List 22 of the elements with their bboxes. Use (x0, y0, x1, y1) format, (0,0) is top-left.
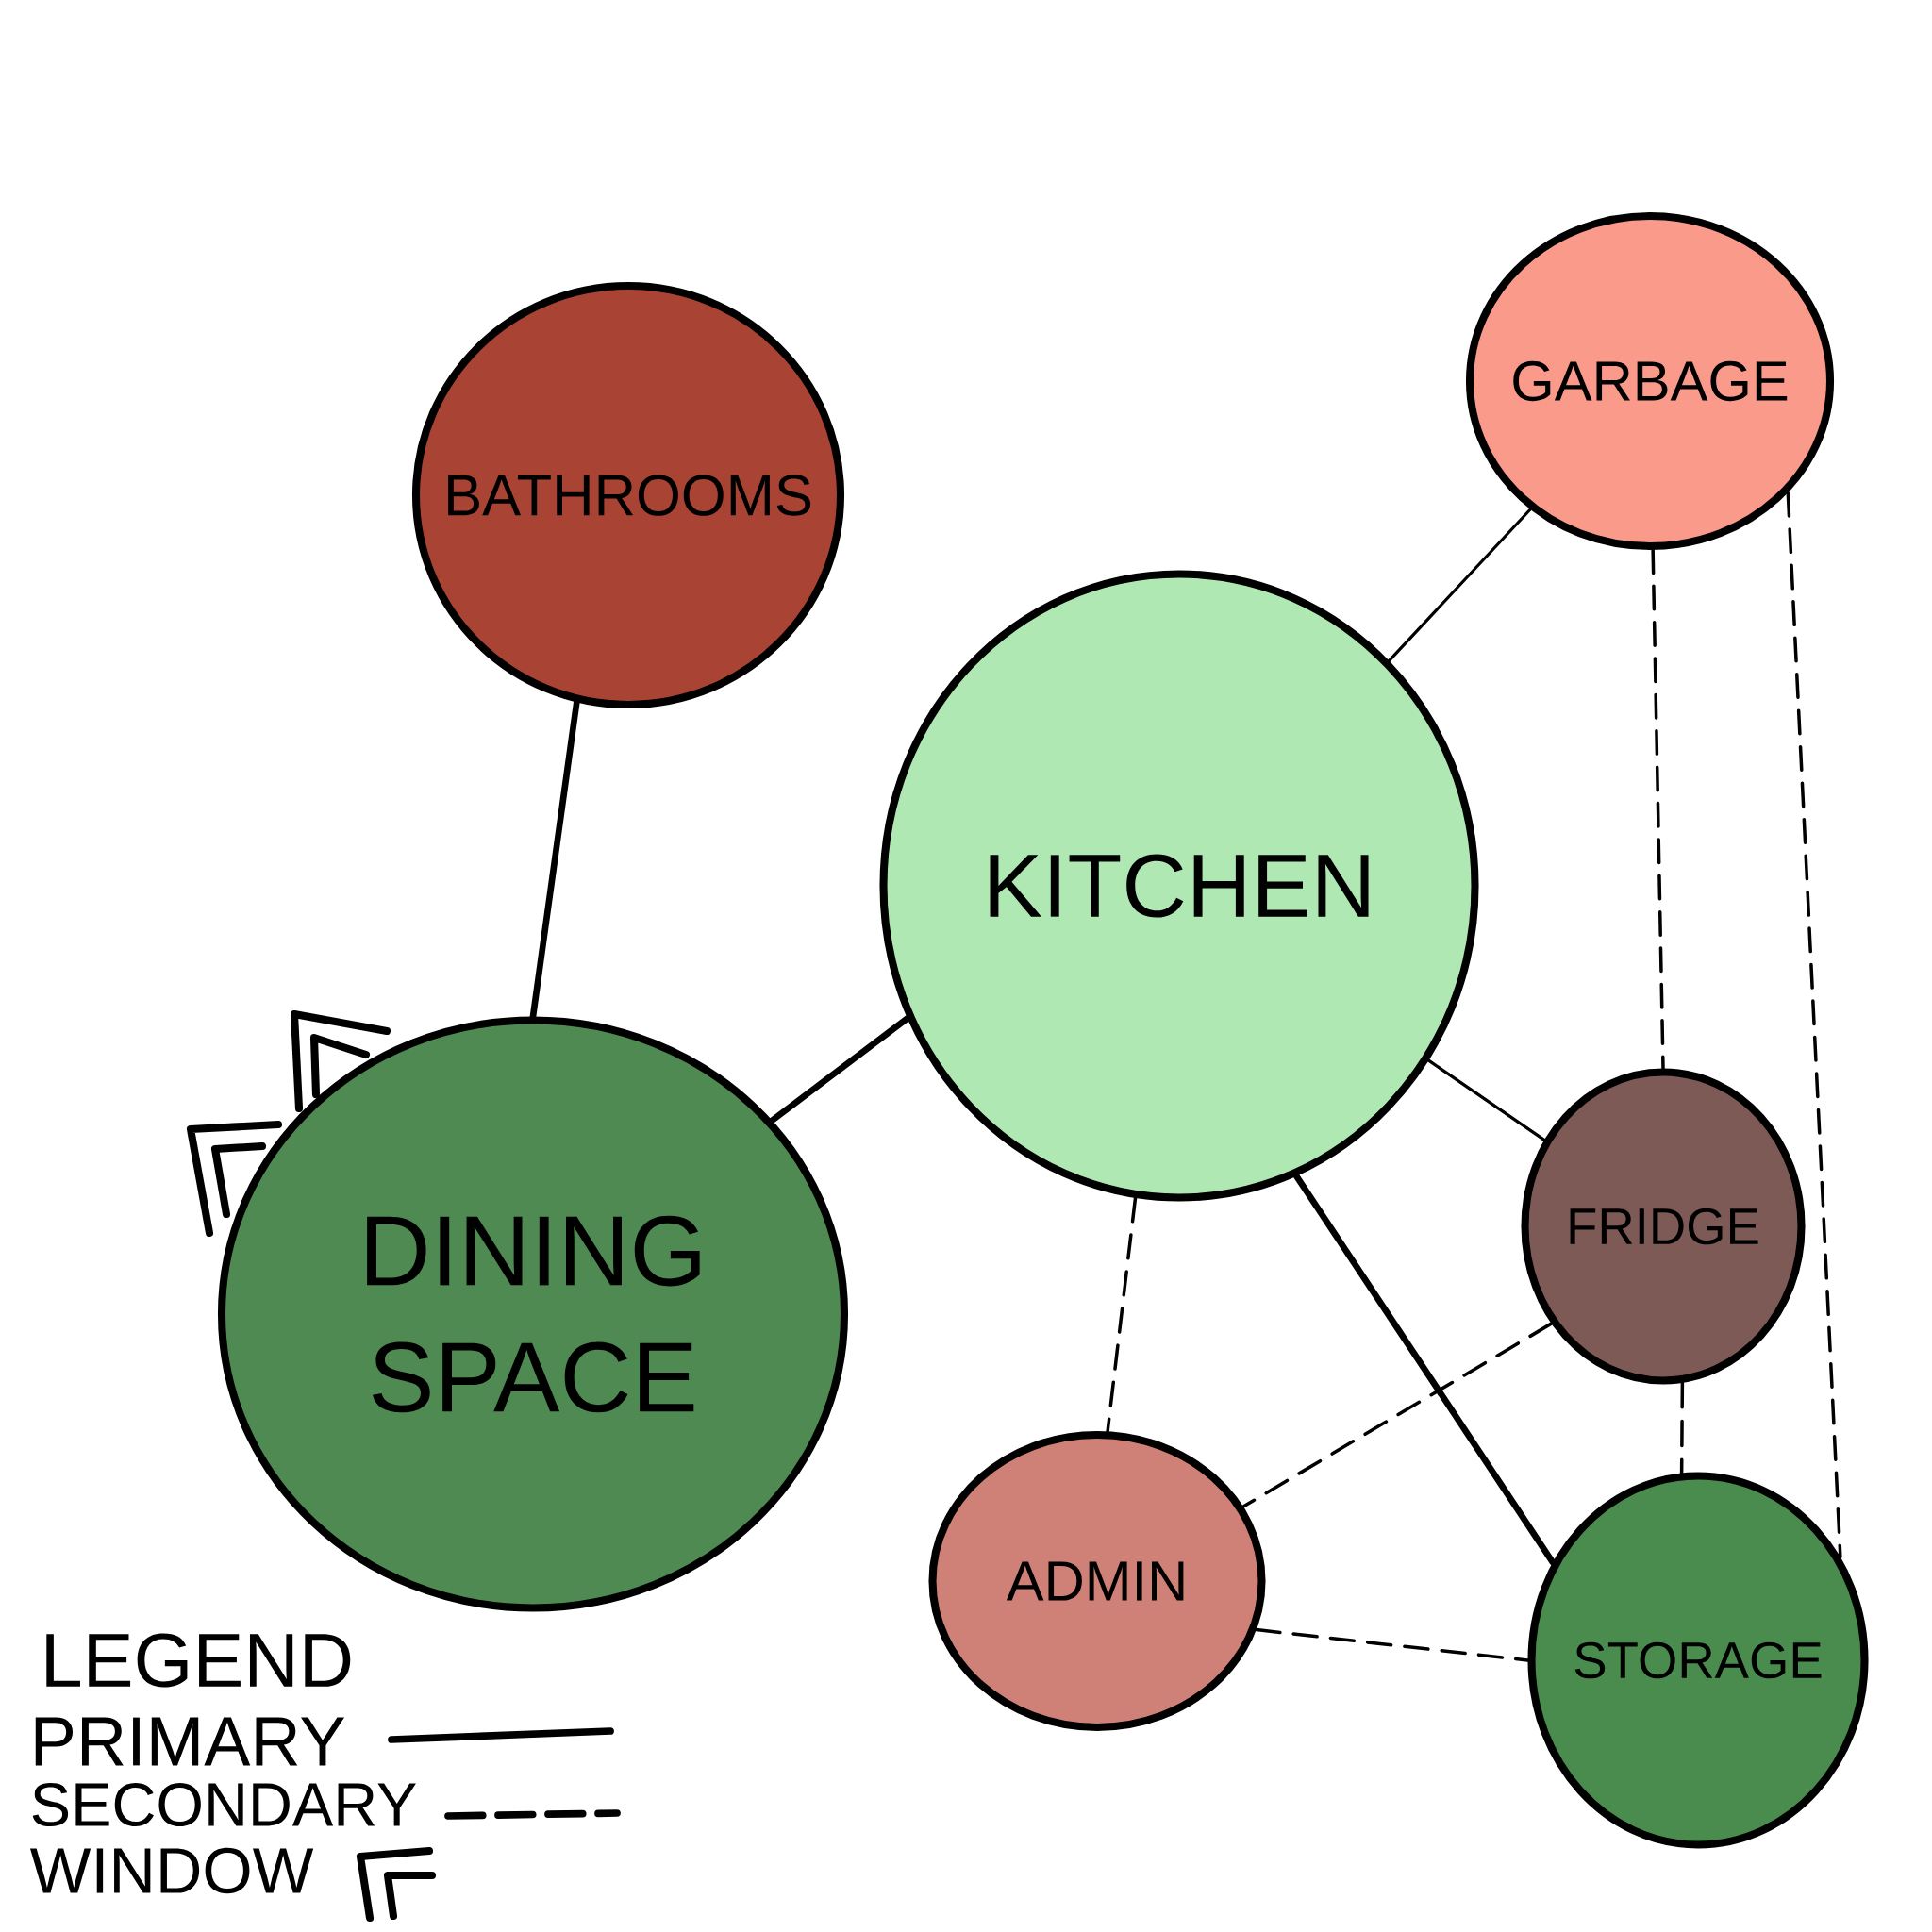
dashed-line (1106, 1196, 1138, 1434)
room-bubble: KITCHEN (879, 570, 1479, 1202)
connector-line (769, 1015, 911, 1124)
room-bubble: STORAGE (1527, 1472, 1869, 1849)
legend-text: PRIMARY (35, 1717, 345, 1766)
connector-line (1293, 1173, 1557, 1566)
legend-text: SECONDARY (32, 1782, 416, 1827)
room-bubble: DINING SPACE (217, 1016, 849, 1612)
room-bubble: GARBAGE (1465, 211, 1835, 551)
connector-line (1387, 508, 1532, 662)
connector-line (529, 699, 580, 1020)
dashed-line (1651, 548, 1665, 1071)
connector-line (1426, 1058, 1546, 1141)
dashed-line (1255, 1627, 1530, 1662)
room-bubble: FRIDGE (1521, 1068, 1806, 1385)
room-bubble: BATHROOMS (411, 281, 845, 709)
dashed-line (1786, 491, 1842, 1559)
legend-heading: LEGEND (46, 1633, 351, 1688)
room-bubble: ADMIN (928, 1430, 1266, 1732)
legend-text: WINDOW (30, 1847, 314, 1894)
dashed-line (1679, 1381, 1685, 1475)
dashed-line (1241, 1322, 1554, 1508)
